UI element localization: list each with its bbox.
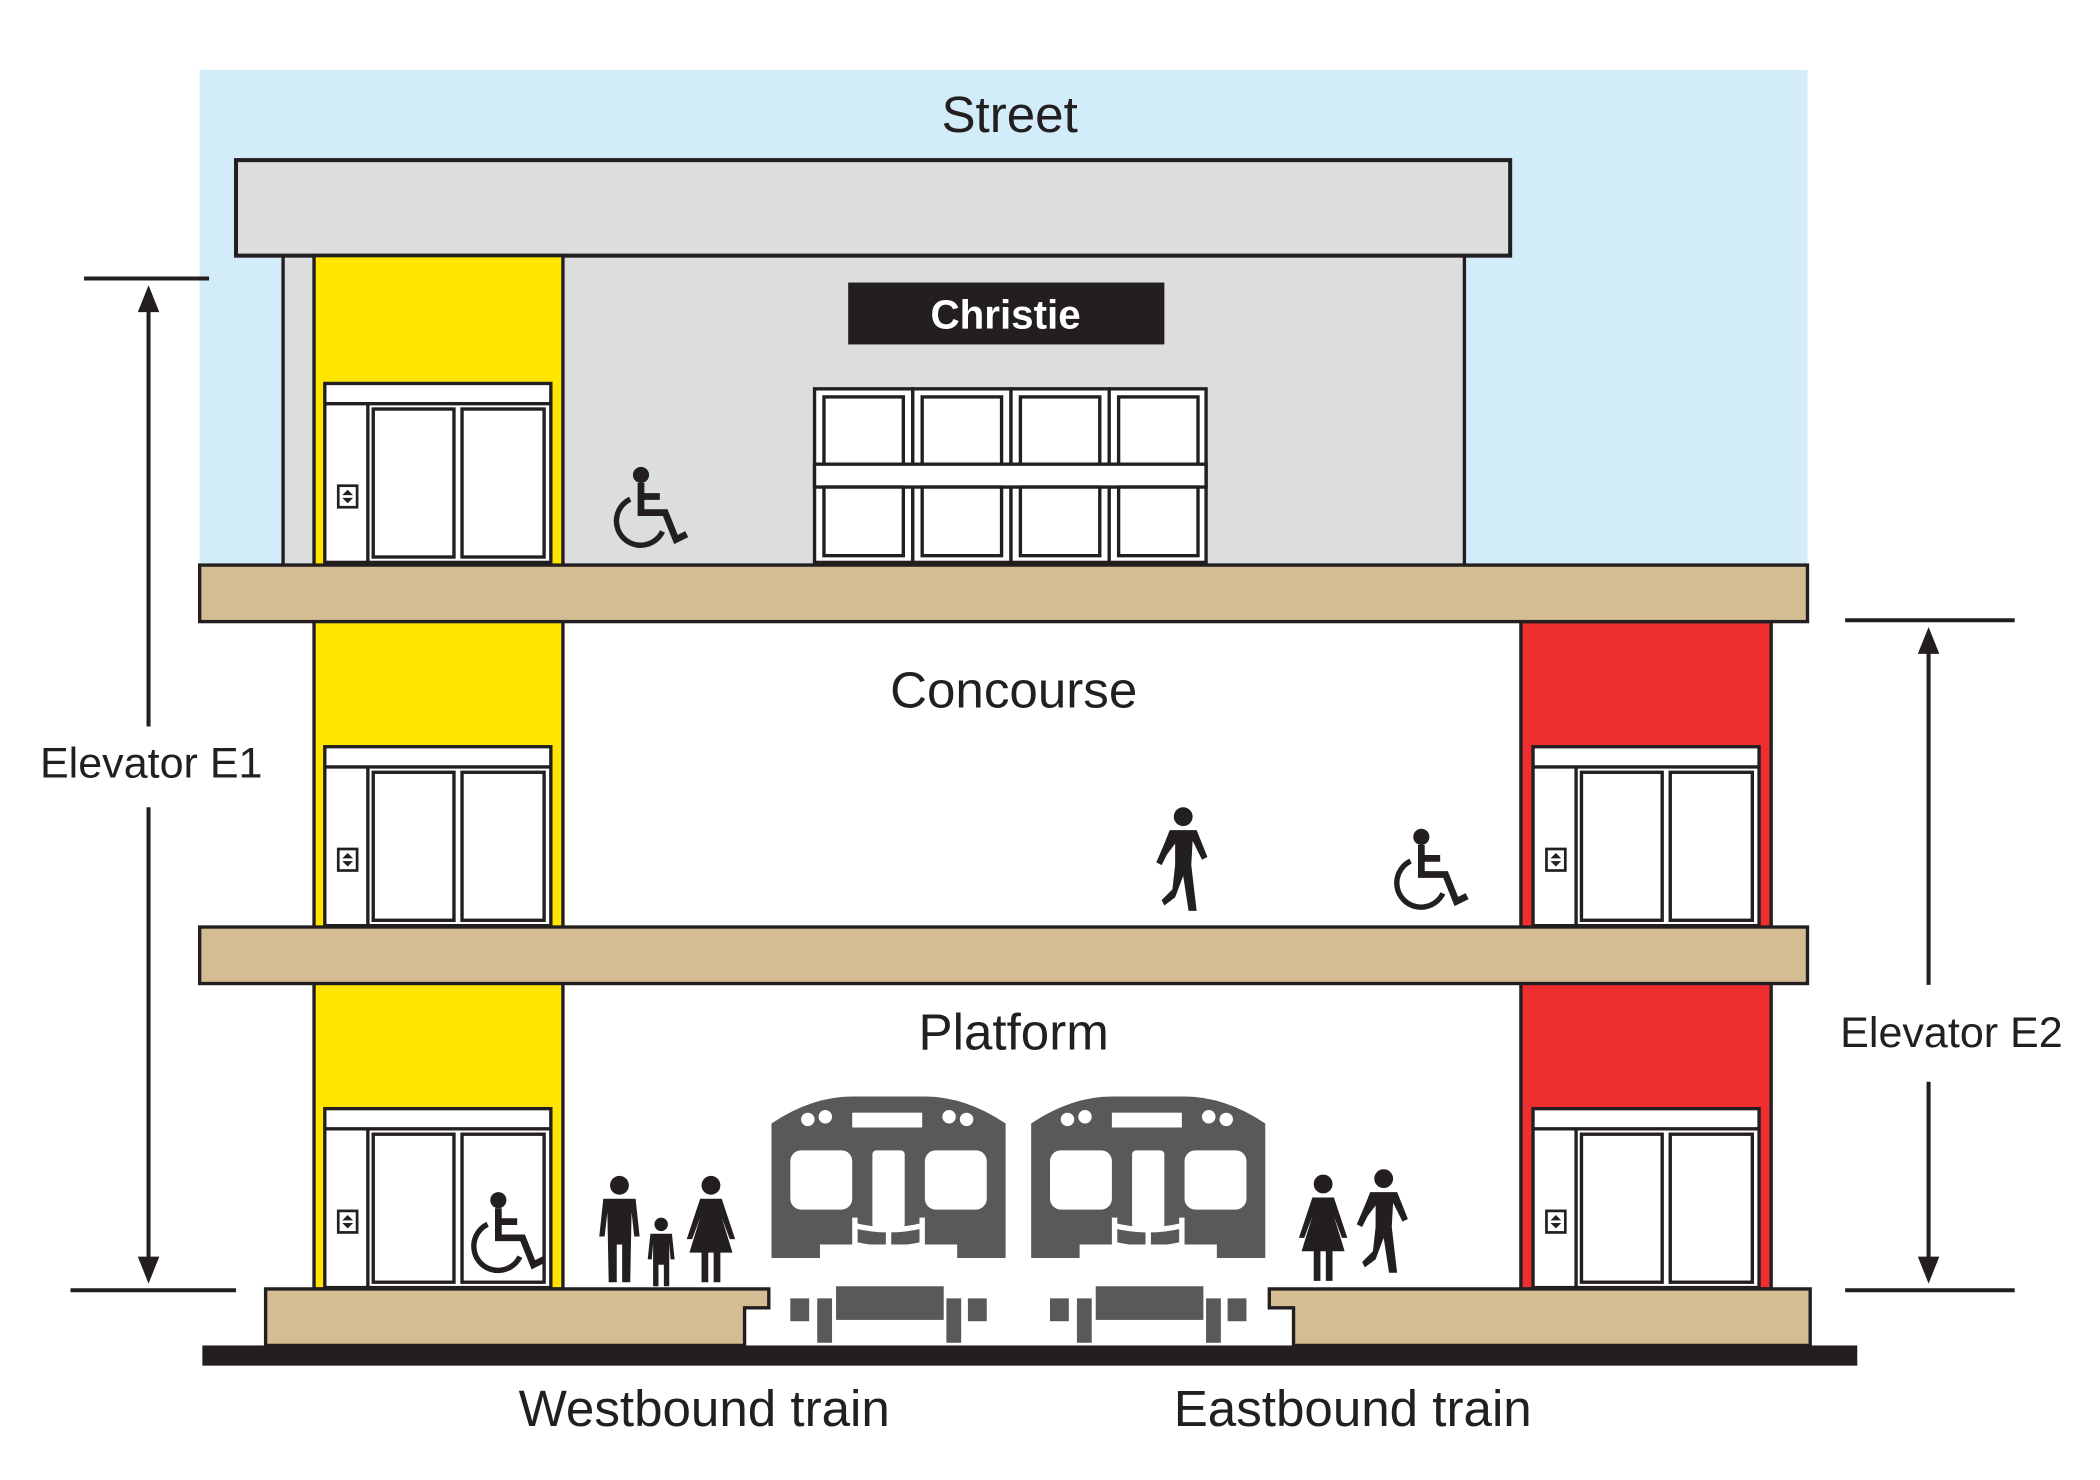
westbound-train-label: Westbound train <box>519 1380 890 1437</box>
street-floor-slab <box>197 563 1810 624</box>
eastbound-train-icon <box>1031 1097 1265 1343</box>
elevator-e1-dimension <box>70 276 237 1293</box>
entrance-doors <box>812 387 1208 565</box>
child-icon <box>647 1217 675 1287</box>
concourse-floor-slab <box>197 925 1810 986</box>
elevator-e1-door-concourse[interactable] <box>323 745 553 928</box>
elevator-e1-door-street[interactable] <box>323 381 553 565</box>
station-sign-text: Christie <box>930 291 1080 337</box>
woman-icon <box>1298 1174 1348 1281</box>
man-icon <box>599 1175 640 1283</box>
station-sign <box>848 282 1165 345</box>
level-label-platform: Platform <box>919 1003 1109 1060</box>
elevator-e2-dimension <box>1845 618 2015 1293</box>
westbound-train-icon <box>771 1097 1005 1343</box>
elevator-e2-door-platform[interactable] <box>1531 1106 1761 1290</box>
elevator-e2-label: Elevator E2 <box>1840 1009 2063 1057</box>
station-canopy <box>233 158 1513 258</box>
eastbound-platform <box>1267 1287 1812 1348</box>
track-bed <box>202 1345 1858 1366</box>
wheelchair-icon <box>1397 829 1467 907</box>
walking-person-icon <box>1156 807 1208 911</box>
westbound-platform <box>263 1287 771 1348</box>
elevator-e1-label: Elevator E1 <box>40 740 263 788</box>
walking-person-icon <box>1356 1169 1408 1273</box>
woman-icon <box>686 1175 736 1283</box>
elevator-e2-door-concourse[interactable] <box>1531 745 1761 928</box>
level-label-concourse: Concourse <box>890 662 1137 719</box>
level-label-street: Street <box>941 86 1077 143</box>
eastbound-train-label: Eastbound train <box>1174 1380 1532 1437</box>
